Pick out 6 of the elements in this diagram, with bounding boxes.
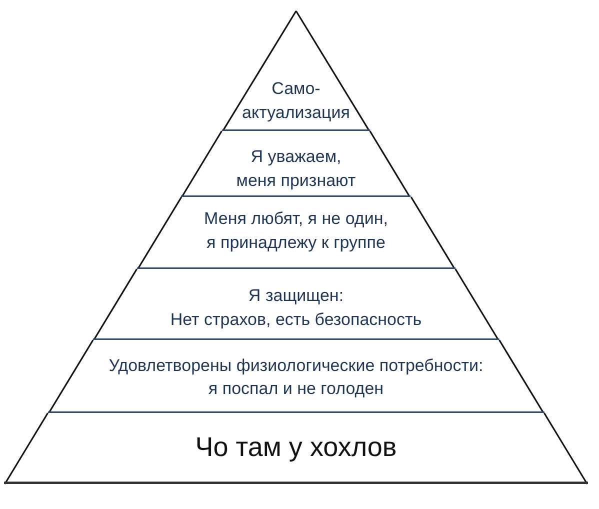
tier-label: Удовлетворены физиологические потребности: я поспал и не голоден (108, 355, 484, 400)
tier-label: Чо там у хохлов (195, 431, 397, 463)
tier-label: Само- актуализация (242, 78, 350, 124)
tier-label: Я защищен: Нет страхов, есть безопасность (170, 285, 422, 331)
tier-label: Меня любят, я не один, я принадлежу к группе (204, 208, 388, 254)
tier-label: Я уважаем, меня признают (236, 146, 356, 192)
